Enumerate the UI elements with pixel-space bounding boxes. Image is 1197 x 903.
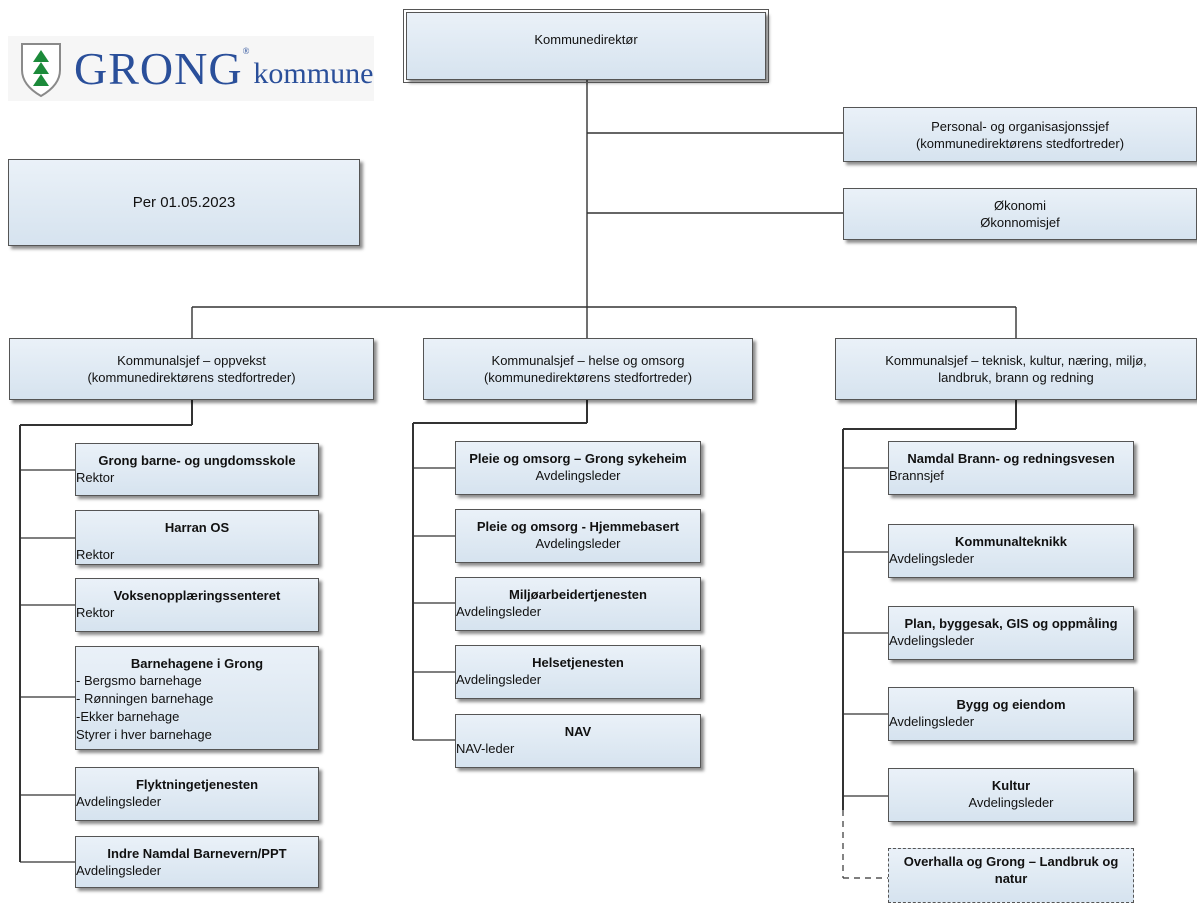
column-head-line1: Kommunalsjef – helse og omsorg: [491, 353, 685, 368]
staff-line1: Personal- og organisasjonssjef: [931, 118, 1109, 134]
unit-line: Avdelingsleder: [535, 536, 621, 551]
logo-suffix: kommune: [253, 56, 374, 90]
logo-reg-mark: ®: [242, 45, 250, 56]
column-head-helse: Kommunalsjef – helse og omsorg (kommuned…: [423, 338, 753, 400]
unit-box: Voksenopplæringssenteret Rektor: [75, 578, 319, 632]
unit-title: Kultur: [991, 778, 1031, 793]
unit-line: -Ekker barnehage: [76, 709, 180, 724]
unit-line: Avdelingsleder: [76, 863, 162, 878]
column-head-line2: landbruk, brann og redning: [938, 370, 1094, 385]
column-head-teknisk: Kommunalsjef – teknisk, kultur, næring, …: [835, 338, 1197, 400]
unit-line: Avdelingsleder: [535, 468, 621, 483]
column-head-line2: (kommunedirektørens stedfortreder): [483, 370, 693, 385]
unit-box: Kommunalteknikk Avdelingsleder: [888, 524, 1134, 578]
unit-box: Kultur Avdelingsleder: [888, 768, 1134, 822]
unit-box: Barnehagene i Grong - Bergsmo barnehage …: [75, 646, 319, 750]
unit-title: Miljøarbeidertjenesten: [509, 587, 647, 602]
logo: GRONG® kommune: [8, 36, 374, 101]
unit-title: Pleie og omsorg – Grong sykeheim: [469, 451, 687, 466]
unit-line: Avdelingsleder: [76, 794, 162, 809]
unit-box: Helsetjenesten Avdelingsleder: [455, 645, 701, 699]
logo-name: GRONG: [74, 43, 243, 94]
unit-box-dashed: Overhalla og Grong – Landbruk og natur: [888, 848, 1134, 903]
date-box: Per 01.05.2023: [8, 159, 360, 246]
unit-line: Avdelingsleder: [968, 795, 1054, 810]
unit-title: Grong barne- og ungdomsskole: [98, 453, 296, 468]
unit-box: Bygg og eiendom Avdelingsleder: [888, 687, 1134, 741]
unit-line: Avdelingsleder: [889, 714, 975, 729]
unit-title: Pleie og omsorg - Hjemmebasert: [476, 519, 680, 534]
unit-title: Barnehagene i Grong: [130, 656, 264, 671]
tree-shield-icon: [21, 42, 61, 97]
staff-box-okonomi: Økonomi Økonnomisjef: [843, 188, 1197, 240]
staff-line2: (kommunedirektørens stedfortreder): [915, 135, 1125, 151]
date-text: Per 01.05.2023: [132, 194, 236, 211]
unit-title: Bygg og eiendom: [956, 697, 1066, 712]
unit-box: Plan, byggesak, GIS og oppmåling Avdelin…: [888, 606, 1134, 660]
unit-line: Brannsjef: [889, 468, 944, 483]
unit-title: Indre Namdal Barnevern/PPT: [107, 846, 287, 861]
unit-title: Voksenopplæringssenteret: [113, 588, 281, 603]
staff-line1: Økonomi: [993, 198, 1047, 213]
unit-box: Pleie og omsorg - Hjemmebasert Avdelings…: [455, 509, 701, 563]
unit-title: Namdal Brann- og redningsvesen: [907, 451, 1115, 466]
unit-line: Rektor: [76, 470, 115, 485]
kommunedirektor-box: Kommunedirektør: [403, 9, 769, 83]
column-head-line2: (kommunedirektørens stedfortreder): [87, 370, 296, 385]
unit-line: Styrer i hver barnehage: [76, 727, 212, 742]
unit-title: Flyktningetjenesten: [135, 777, 259, 792]
unit-title: Harran OS: [164, 520, 230, 535]
unit-line: Avdelingsleder: [456, 604, 542, 619]
unit-line: Avdelingsleder: [456, 672, 542, 687]
unit-line: Rektor: [76, 547, 115, 562]
unit-box: Indre Namdal Barnevern/PPT Avdelingslede…: [75, 836, 319, 888]
unit-line: Rektor: [76, 605, 115, 620]
unit-box: Namdal Brann- og redningsvesen Brannsjef: [888, 441, 1134, 495]
kommunedirektor-label: Kommunedirektør: [534, 32, 638, 47]
unit-title: Overhalla og Grong – Landbruk og natur: [903, 854, 1119, 886]
unit-line: Avdelingsleder: [889, 551, 975, 566]
unit-line: - Bergsmo barnehage: [76, 673, 202, 688]
unit-line: - Rønningen barnehage: [76, 691, 214, 706]
unit-box: Grong barne- og ungdomsskole Rektor: [75, 443, 319, 496]
unit-title: Helsetjenesten: [532, 655, 624, 670]
unit-title: NAV: [564, 724, 592, 739]
column-head-line1: Kommunalsjef – oppvekst: [117, 353, 266, 368]
unit-box: Harran OS Rektor: [75, 510, 319, 565]
staff-line2: Økonnomisjef: [980, 215, 1060, 230]
unit-line: Avdelingsleder: [889, 633, 975, 648]
unit-box: Pleie og omsorg – Grong sykeheim Avdelin…: [455, 441, 701, 495]
staff-box-personal: Personal- og organisasjonssjef (kommuned…: [843, 107, 1197, 162]
unit-line: NAV-leder: [456, 741, 515, 756]
column-head-oppvekst: Kommunalsjef – oppvekst (kommunedirektør…: [9, 338, 374, 400]
unit-title: Kommunalteknikk: [955, 534, 1067, 549]
unit-box: NAV NAV-leder: [455, 714, 701, 768]
column-head-line1: Kommunalsjef – teknisk, kultur, næring, …: [885, 353, 1147, 368]
unit-box: Flyktningetjenesten Avdelingsleder: [75, 767, 319, 821]
unit-title: Plan, byggesak, GIS og oppmåling: [904, 616, 1118, 631]
unit-box: Miljøarbeidertjenesten Avdelingsleder: [455, 577, 701, 631]
